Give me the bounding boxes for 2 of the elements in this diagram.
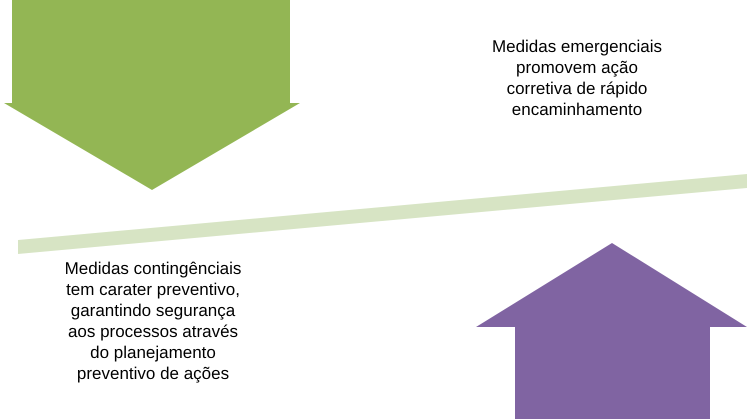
description-text: Medidas contingênciais tem carater preventivo, garantindo segurança aos processos através do planejamento preventivo de ações <box>64 258 242 384</box>
description-text: Medidas emergenciais promovem ação corretiva de rápido encaminhamento <box>490 36 664 120</box>
